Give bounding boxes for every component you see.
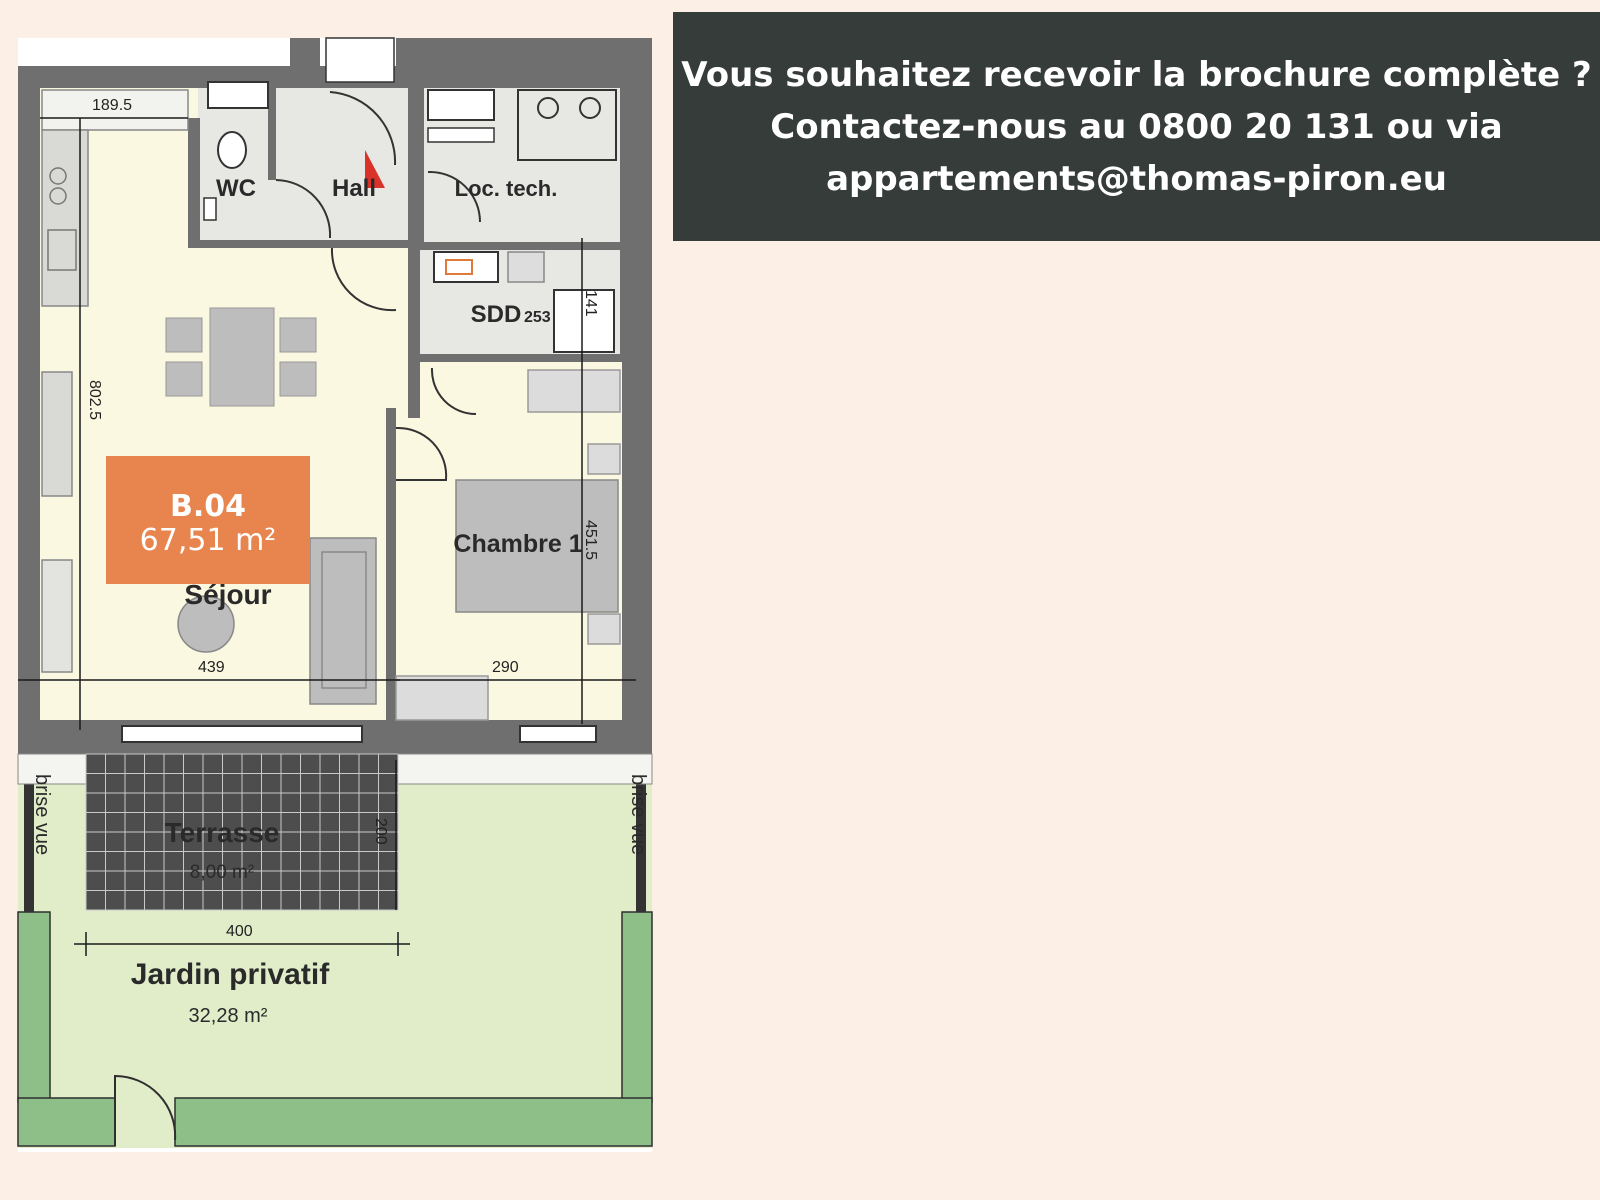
wall-stub-top	[290, 38, 320, 68]
contact-line-phone: Contactez-nous au 0800 20 131 ou via	[770, 106, 1503, 147]
contact-email[interactable]: appartements@thomas-piron.eu	[826, 158, 1447, 199]
washer-icon	[537, 97, 559, 119]
garden-gate-icon	[114, 1074, 177, 1146]
sdd-cabinet-icon	[507, 251, 545, 283]
toilet-icon	[217, 131, 247, 169]
garden-hedge-right	[621, 911, 653, 1103]
loc-tech-door-swing-icon	[427, 170, 481, 223]
kitchen-sink-icon	[47, 229, 77, 271]
wall-wc-hall	[268, 88, 276, 180]
wall-wc-left	[188, 118, 200, 248]
wc-label: WC	[216, 175, 256, 202]
bed	[455, 479, 619, 613]
jardin-label: Jardin privatif	[131, 958, 330, 991]
hall-chambre-door-icon	[430, 367, 477, 416]
wc-door-swing-icon	[275, 179, 332, 239]
garden-hedge-left	[17, 911, 51, 1103]
unit-code: B.04	[170, 489, 246, 524]
coffee-table	[177, 595, 235, 653]
dim-label-400: 400	[226, 923, 253, 940]
wall-hall-right	[408, 88, 420, 418]
wall-sdd-bottom	[408, 354, 622, 362]
washing-units-icon	[517, 89, 617, 161]
jardin-area: 32,28 m²	[189, 1005, 268, 1027]
dim-label-200: 200	[372, 818, 389, 845]
sejour-window	[121, 725, 363, 743]
dim-label-451: 451.5	[582, 520, 599, 560]
terrasse-label: Terrasse	[165, 817, 280, 848]
wall-tech-bottom	[408, 242, 622, 250]
hob-burner-icon	[49, 187, 67, 205]
dining-chair	[279, 317, 317, 353]
wardrobe-top	[527, 369, 621, 413]
dimension-lines	[18, 117, 636, 956]
contact-line-brochure: Vous souhaitez recevoir la brochure comp…	[681, 54, 1592, 95]
chambre-label: Chambre 1	[453, 530, 582, 558]
wall-sejour-chambre	[386, 408, 396, 724]
brise-vue-wall-left	[24, 770, 34, 912]
brise-vue-right-label: brise vue	[627, 774, 649, 855]
dining-chair	[279, 361, 317, 397]
dim-label-802: 802.5	[86, 380, 103, 420]
boiler-icon	[427, 89, 495, 121]
sdd-label: SDD	[471, 301, 522, 328]
floor-plan: WC Hall Loc. tech. SDD 253 Séjour Chambr…	[17, 37, 653, 1152]
entrance-door-gap	[325, 37, 395, 83]
shower-icon	[553, 289, 615, 353]
dim-label-189: 189.5	[92, 97, 132, 114]
sdd-sink-icon	[433, 251, 499, 283]
kitchen-upper-counter	[41, 89, 189, 131]
garden-hedge-bottom-right	[174, 1097, 653, 1147]
wc-sink-icon	[207, 81, 269, 109]
terrasse	[17, 753, 653, 911]
kitchen-counter	[41, 129, 89, 307]
contact-banner: Vous souhaitez recevoir la brochure comp…	[673, 12, 1600, 241]
dining-table	[209, 307, 275, 407]
wc-fixtures	[203, 81, 269, 221]
unit-badge	[106, 456, 310, 584]
chambre-furniture	[395, 367, 621, 721]
brise-vue-wall-right	[636, 770, 646, 912]
sdd-faucet-icon	[445, 259, 473, 275]
sofa	[309, 537, 377, 705]
nightstand	[587, 613, 621, 645]
dim-label-439: 439	[198, 659, 225, 676]
garden-hedge-bottom-left	[17, 1097, 116, 1147]
dining-chair	[165, 317, 203, 353]
dining-chair	[165, 361, 203, 397]
terrasse-area: 8,00 m²	[190, 862, 254, 883]
chambre-window	[519, 725, 597, 743]
windows	[121, 37, 597, 743]
interior-walls	[188, 88, 622, 724]
desk	[395, 675, 489, 721]
sdd-number: 253	[524, 309, 551, 326]
terrace-tile-grid	[85, 753, 399, 911]
radiator-cabinet	[41, 559, 73, 673]
sejour-label: Séjour	[184, 579, 271, 610]
hall-label: Hall	[332, 175, 376, 202]
loc-tech-label: Loc. tech.	[455, 176, 558, 201]
hob-burner-icon	[49, 167, 67, 185]
dim-label-141: 141	[582, 290, 599, 317]
wc-handwash-icon	[203, 197, 217, 221]
dining-set	[165, 307, 317, 407]
dim-label-290: 290	[492, 659, 519, 676]
brise-vue-left-label: brise vue	[31, 774, 53, 855]
chambre-door-swing-icon	[395, 426, 448, 481]
sejour-door-swing-icon	[330, 247, 397, 312]
dryer-icon	[579, 97, 601, 119]
loc-tech-fixtures	[427, 89, 617, 223]
wall-top-right	[396, 38, 652, 68]
shelf-icon	[427, 127, 495, 143]
nightstand	[587, 443, 621, 475]
wall-service-bottom	[188, 240, 410, 248]
hall-door-swing-icon	[329, 91, 397, 166]
entry-marker-icon	[365, 150, 385, 188]
sofa-cushion	[321, 551, 367, 689]
wall-cabinet	[41, 371, 73, 497]
sdd-fixtures	[433, 251, 615, 353]
unit-area: 67,51 m²	[140, 523, 277, 558]
